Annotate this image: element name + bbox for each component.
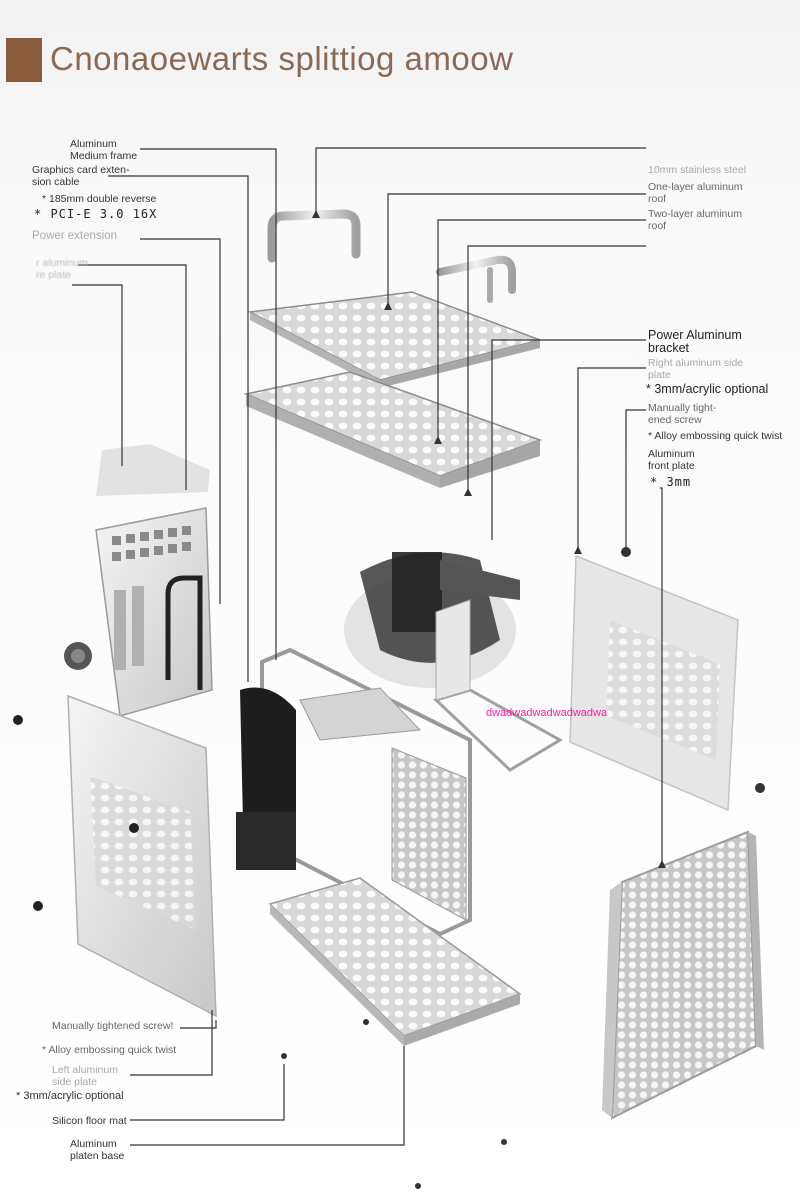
label-line: Aluminum: [70, 138, 117, 150]
label-alloy-left: * Alloy embossing quick twist: [42, 1044, 177, 1056]
label-line: r aluminum: [36, 257, 88, 269]
label-silicon-floor-mat: Silicon floor mat: [52, 1115, 127, 1127]
label-stainless: 10mm stainless steel: [648, 164, 747, 176]
label-line: One-layer aluminum: [648, 181, 743, 193]
label-double-reverse: * 185mm double reverse: [42, 193, 157, 205]
label-line: Right aluminum side: [648, 357, 744, 369]
aluminum-front-plate: [602, 830, 764, 1120]
label-line: Aluminum: [648, 448, 695, 460]
label-one-layer-roof: One-layer aluminum roof: [648, 181, 743, 205]
label-right-side-plate: Right aluminum side plate: [648, 357, 743, 381]
aluminum-platen-base: [268, 877, 522, 1189]
label-line: sion cable: [32, 176, 80, 188]
label-aluminum-front-plate: Aluminum front plate: [648, 448, 695, 472]
label-line: Two-layer aluminum: [648, 208, 742, 220]
label-line: Medium frame: [70, 150, 138, 162]
label-acrylic-left: * 3mm/acrylic optional: [16, 1090, 124, 1102]
label-line: Aluminum: [70, 1138, 117, 1150]
top-handle-right: [436, 255, 516, 303]
label-graphics-card-cable: Graphics card exten- sion cable: [32, 164, 129, 188]
watermark-text: dwadwadwadwadwadwa: [486, 707, 608, 719]
right-side-plate: [569, 547, 765, 812]
label-line: Power Aluminum: [648, 328, 742, 342]
title-accent-block: [6, 38, 42, 82]
power-bracket: [433, 599, 563, 772]
label-line: Manually tight-: [648, 402, 717, 414]
label-manually-tightened-left: Manually tightened screw!: [52, 1020, 174, 1032]
label-three-mm: * 3mm: [650, 475, 692, 489]
label-two-layer: Two-layer aluminum roof: [648, 208, 742, 232]
label-line: plate: [648, 369, 671, 381]
label-line: platen base: [70, 1150, 125, 1162]
top-handle-left: [267, 209, 361, 263]
label-power-extension: Power extension: [32, 230, 118, 242]
middle-frame: [260, 647, 472, 937]
roof-plate-second: [243, 371, 543, 488]
label-pcie: * PCI-E 3.0 16X: [34, 207, 158, 221]
label-acrylic-right: * 3mm/acrylic optional: [646, 382, 769, 396]
label-line: side plate: [52, 1076, 97, 1088]
label-power-bracket: Power Aluminum bracket: [648, 329, 742, 355]
left-knob: [64, 642, 92, 670]
label-line: front plate: [648, 460, 695, 472]
label-aluminum-platen-base: Aluminum platen base: [70, 1138, 124, 1162]
riser-cable: [236, 687, 296, 870]
label-line: roof: [648, 220, 667, 232]
left-side-plate: [13, 694, 217, 1018]
label-line: Left aluminum: [52, 1064, 118, 1076]
label-alloy-right: * Alloy embossing quick twist: [648, 430, 783, 442]
label-line: Graphics card exten-: [32, 164, 130, 176]
label-line: re plate: [36, 269, 72, 281]
rear-io-panel: [95, 507, 213, 717]
label-left-smudge: r aluminum re plate: [36, 257, 88, 281]
label-line: roof: [648, 193, 667, 205]
blurred-part-left: [96, 444, 210, 496]
power-supply-assembly: [344, 552, 520, 688]
label-left-side-plate: Left aluminum side plate: [52, 1064, 118, 1088]
leader-lines: [72, 147, 663, 1146]
label-manually-tightened-right: Manually tight- ened screw: [648, 402, 716, 426]
label-aluminum-medium-frame: Aluminum Medium frame: [70, 138, 137, 162]
page-title: Cnonaoewarts splittiog amoow: [50, 40, 514, 77]
label-line: bracket: [648, 341, 689, 355]
label-line: ened screw: [648, 414, 702, 426]
